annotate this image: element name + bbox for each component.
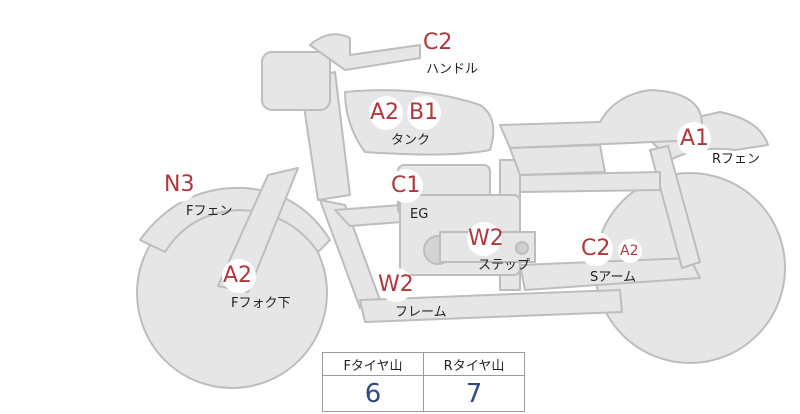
tank-code-1: A2 xyxy=(370,100,400,125)
rear-tread-value: 7 xyxy=(423,375,525,412)
tank-code-2: B1 xyxy=(409,100,439,125)
front-fork-label: Fフォク下 xyxy=(231,296,291,311)
swing-arm-code-2: A2 xyxy=(620,243,639,259)
rear-shock-shape xyxy=(649,145,701,269)
tread-table: Fタイヤ山 Rタイヤ山 6 7 xyxy=(322,352,525,412)
rear-fender-code: A1 xyxy=(680,126,710,151)
front-fork-code: A2 xyxy=(223,263,253,288)
front-fender-code: N3 xyxy=(164,172,195,197)
frame-code: W2 xyxy=(378,272,414,297)
swing-arm-code-1: C2 xyxy=(581,236,611,261)
tank-label: タンク xyxy=(391,133,431,148)
swing-arm-label: Sアーム xyxy=(590,270,637,285)
handle-label: ハンドル xyxy=(426,62,479,77)
rear-fender-label: Rフェン xyxy=(712,152,761,167)
front-tread-value: 6 xyxy=(322,375,424,412)
front-tread-header: Fタイヤ山 xyxy=(322,352,424,376)
seat-shape xyxy=(499,89,703,149)
step-code: W2 xyxy=(468,226,504,251)
rear-tread-header: Rタイヤ山 xyxy=(423,352,525,376)
engine-code: C1 xyxy=(391,173,421,198)
frame-label: フレーム xyxy=(395,305,447,320)
handle-code: C2 xyxy=(423,30,453,55)
front-fender-label: Fフェン xyxy=(186,204,233,219)
step-label: ステップ xyxy=(478,258,531,273)
engine-label: EG xyxy=(410,207,429,222)
headlight-shape xyxy=(261,51,331,111)
handlebar-shape xyxy=(309,33,421,71)
